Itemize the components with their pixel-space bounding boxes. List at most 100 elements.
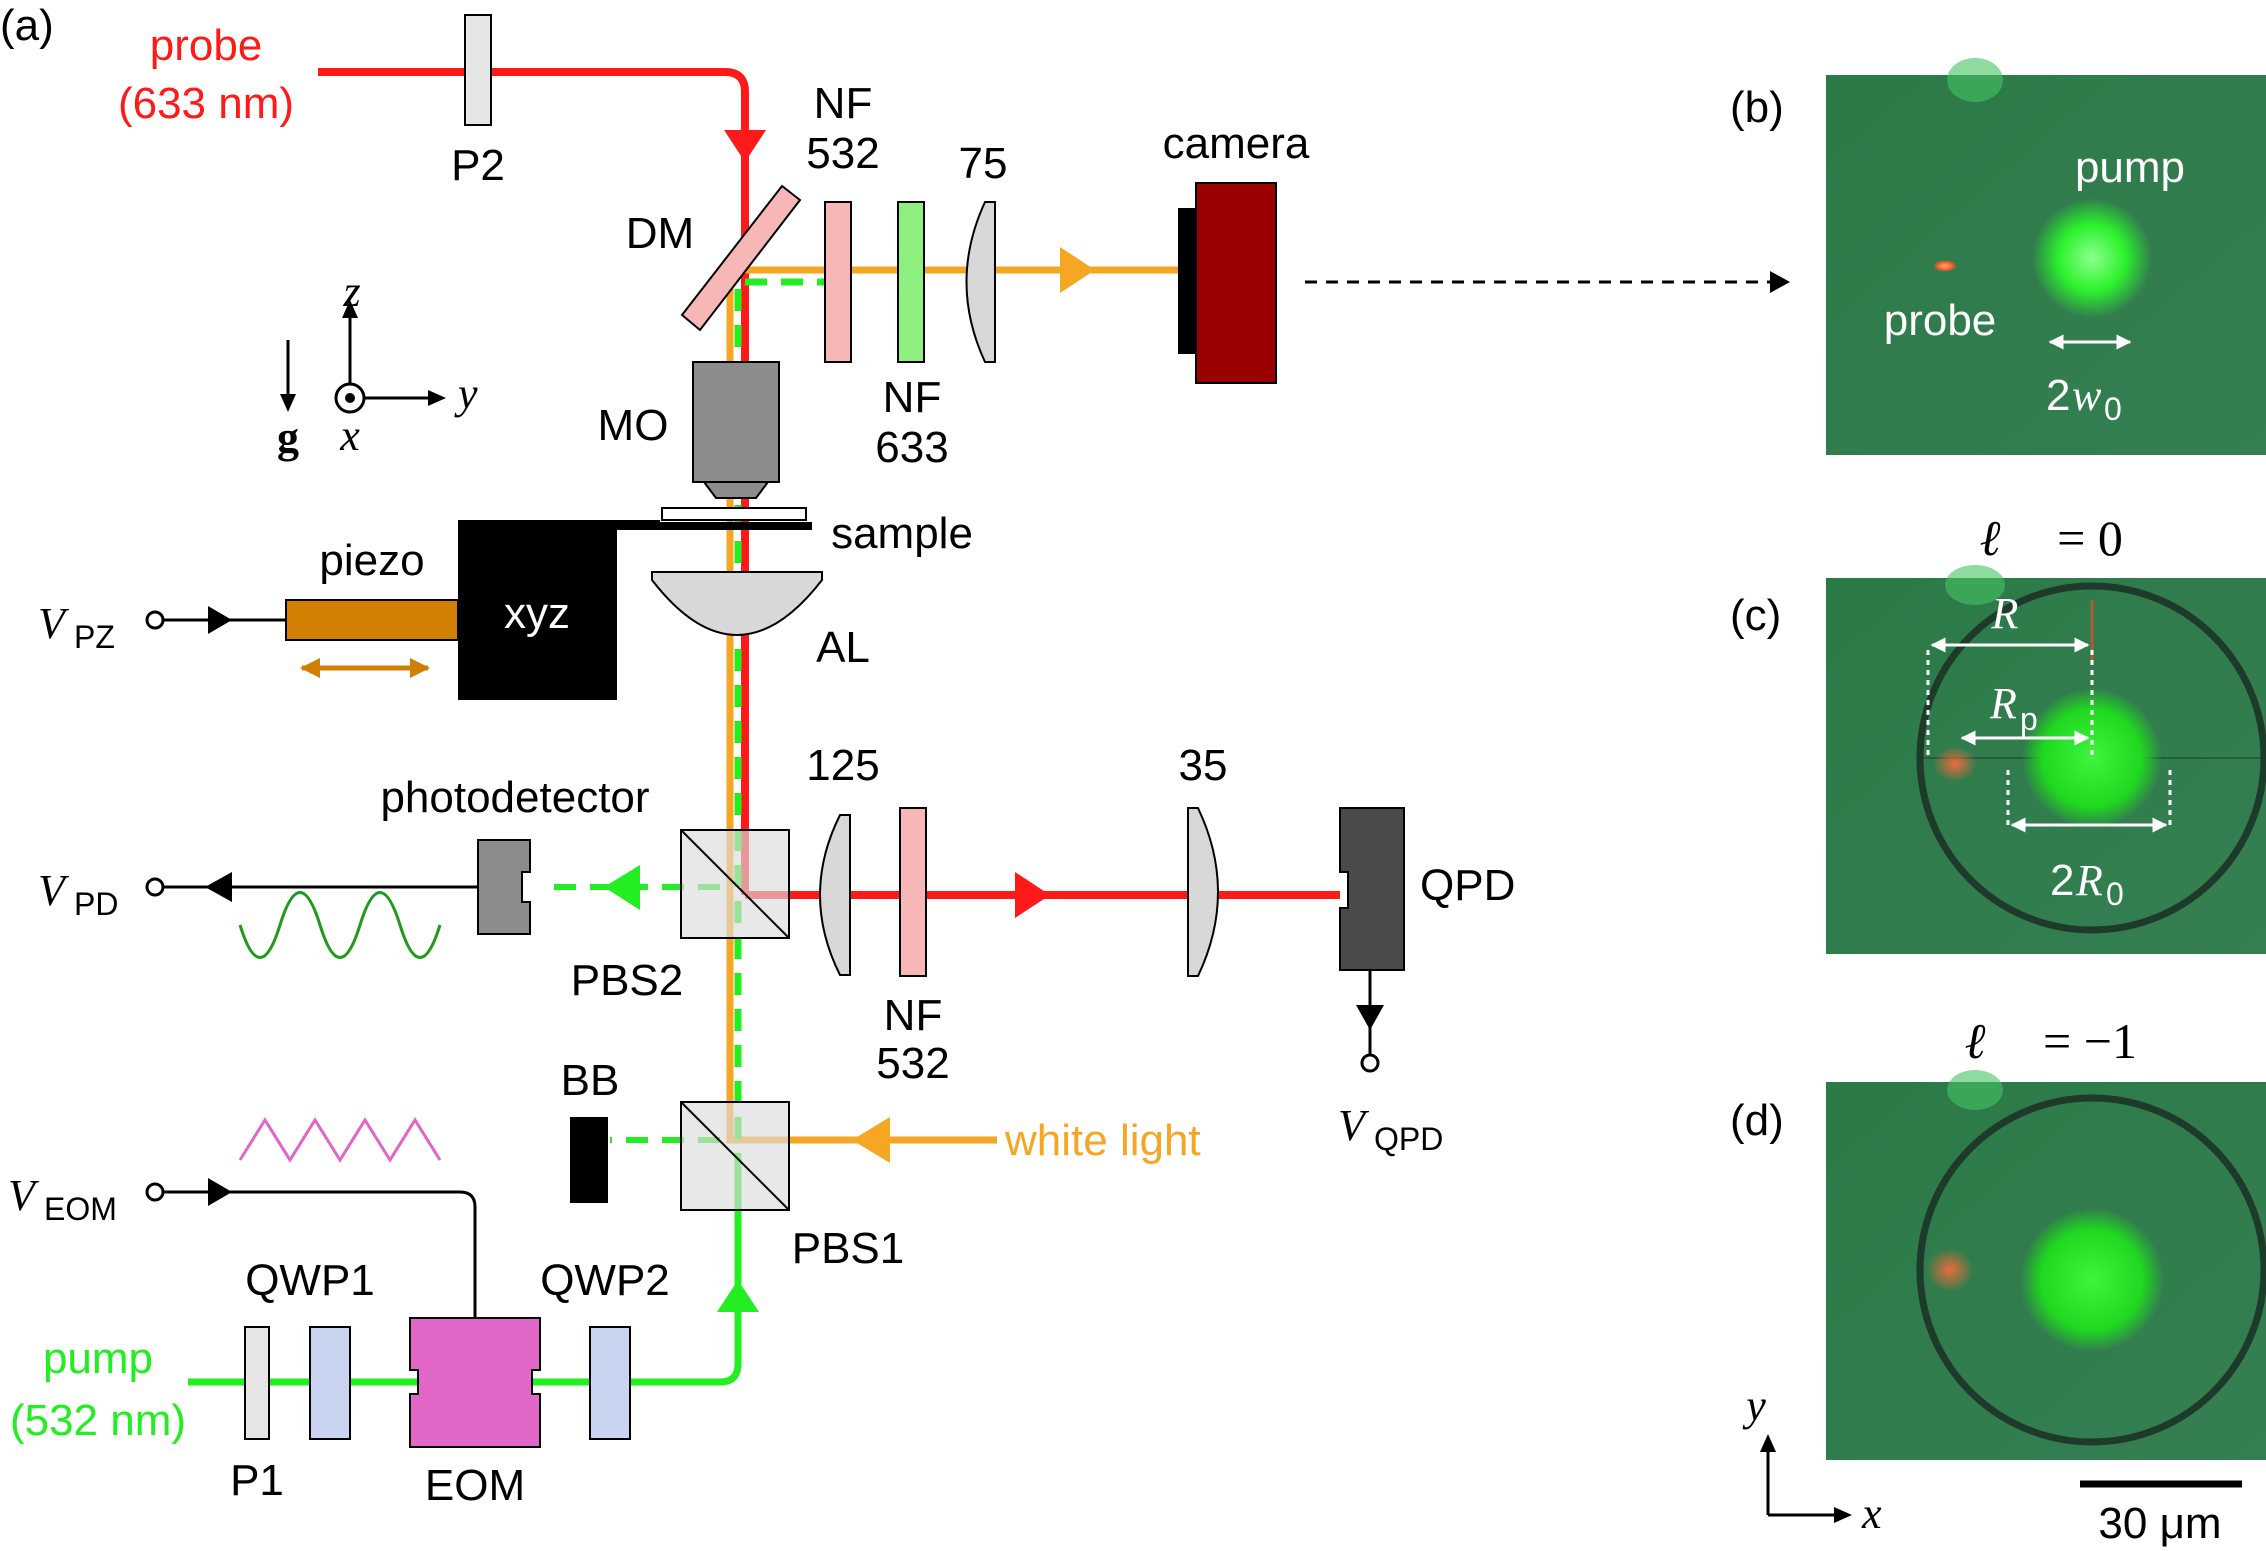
xyz-label: xyz [504,589,570,638]
nf633-num: 633 [875,423,948,472]
pump-radius-num: 2 [2050,856,2074,905]
p1-label: P1 [230,1456,284,1505]
qpd-label: QPD [1420,861,1515,910]
nf532-mid-num: 532 [876,1039,949,1088]
waist-num: 2 [2046,371,2070,420]
radius-label: R [1991,589,2019,638]
quadrant-photodiode [1339,807,1405,971]
al-label: AL [816,623,870,672]
eom-label: EOM [425,1461,525,1510]
qwp2-label: QWP2 [540,1256,670,1305]
lens35-label: 35 [1179,741,1228,790]
dm-label: DM [626,209,694,258]
polarizer-p1 [244,1326,270,1440]
camera-label: camera [1163,119,1310,168]
piezo-actuator [285,599,459,641]
vqpd-sub: QPD [1374,1121,1443,1157]
aspheric-lens [651,571,823,636]
droplet-boundary-d [1916,1094,2266,1446]
vpz-label: V [38,599,70,648]
sample-label: sample [831,509,973,558]
microscope-objective-body [692,361,780,483]
microscope-objective-tip [702,481,770,499]
dichroic-mirror [680,184,802,332]
probe-spot-c [1933,746,1977,782]
lens125-label: 125 [806,741,879,790]
pump-spot-b [2032,198,2152,318]
micrograph-c: R R p 2 R 0 [1826,565,2266,954]
probe-label-b: probe [1884,296,1997,345]
pump-radius-main: R [2075,856,2103,905]
polarizer-p2 [464,14,492,126]
p2-label: P2 [451,141,505,190]
notch-filter-532-mid [899,807,927,977]
axis-y-label-d: y [1742,1381,1766,1430]
micrograph-b: pump probe 2 w 0 [1826,58,2266,455]
veom-label: V [8,1171,40,1220]
lens75-label: 75 [959,139,1008,188]
vpd-label: V [38,866,70,915]
photodetector-label: photodetector [380,773,649,822]
axes-a: z y x g [277,267,478,462]
piezo-label: piezo [319,536,424,585]
camera-body [1195,182,1277,384]
pump-label: pump [43,1334,153,1383]
pump-label-b: pump [2075,143,2185,192]
veom-sub: EOM [44,1191,117,1227]
nf532-mid-label: NF [884,991,943,1040]
sample-cell [661,507,807,521]
axis-x-label-d: x [1861,1489,1882,1538]
axes-d: y x [1742,1381,1882,1538]
probe-wavelength: (633 nm) [118,79,294,128]
quarter-wave-plate-2 [589,1326,631,1440]
panel-d-title-var: ℓ [1965,1013,1986,1069]
nf532-top-label: NF [814,79,873,128]
probe-arrow-right [1015,872,1050,918]
probe-spot-d [1926,1248,1974,1292]
pump-arrow-left [604,865,640,910]
probe-arrow-down [724,130,766,162]
qwp1-label: QWP1 [245,1256,375,1305]
white-light-beam [726,247,1190,1163]
waist-var: w [2072,371,2102,420]
scale-bar-label: 30 μm [2098,1499,2221,1548]
electro-optic-modulator [409,1317,541,1448]
notch-filter-532-top [824,201,852,363]
panel-label-a: (a) [0,1,54,50]
panel-c-title-var: ℓ [1980,510,2001,566]
lens-75 [965,201,996,363]
pump-wavelength: (532 nm) [10,1396,186,1445]
vpz-terminal: V PZ [38,599,286,655]
sample-stage-plate [612,522,812,530]
probe-label: probe [150,21,263,70]
mo-label: MO [598,401,669,450]
vpz-sub: PZ [74,619,115,655]
nf532-top-num: 532 [806,129,879,178]
waist-sub: 0 [2104,391,2122,427]
veom-terminal: V EOM [8,1117,477,1318]
pump-arrow-up [717,1280,759,1312]
axis-x-label: x [339,411,360,460]
probe-radius-sub: p [2020,701,2038,737]
vqpd-terminal: V QPD [1338,970,1443,1157]
probe-radius-main: R [1989,679,2017,728]
probe-spot-b [1933,260,1957,272]
vqpd-label: V [1338,1101,1370,1150]
pbs1-label: PBS1 [792,1224,905,1273]
panel-d-title-eq: = −1 [2043,1013,2137,1069]
lens-125 [819,814,851,976]
nf633-label: NF [883,373,942,422]
white-light-arrow-right [1060,247,1095,293]
white-light-arrow-left [852,1117,890,1163]
axis-y-label: y [454,369,478,418]
axis-z-label: z [342,267,360,316]
panel-label-c: (c) [1730,591,1781,640]
photodetector-body [477,839,531,935]
pump-spot-d [2020,1208,2164,1352]
quarter-wave-plate-1 [309,1326,351,1440]
panel-label-d: (d) [1730,1096,1784,1145]
pump-spot-c [2022,688,2162,828]
pbs2-label: PBS2 [571,956,684,1005]
notch-filter-633 [897,201,925,363]
